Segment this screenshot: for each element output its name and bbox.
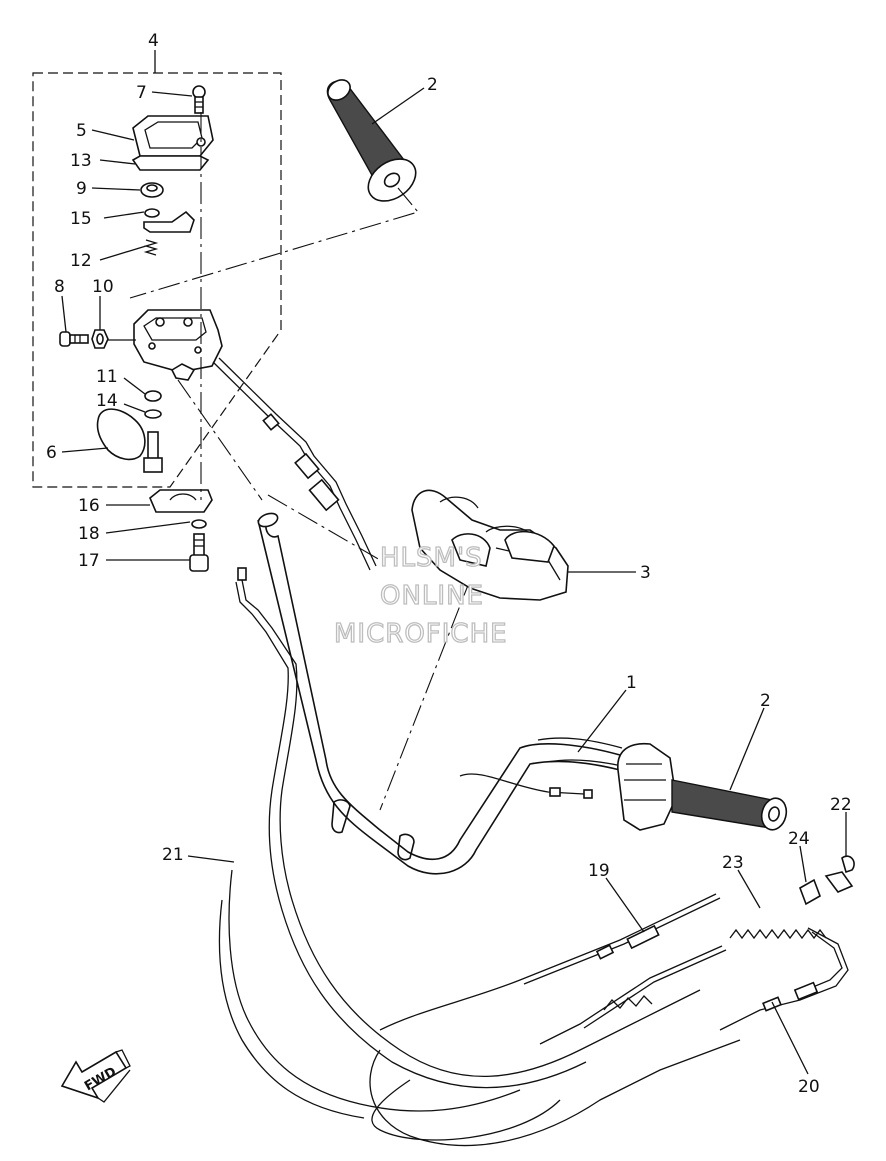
washer-11 xyxy=(144,390,162,402)
callout-14: 14 xyxy=(96,391,118,411)
callout-6: 6 xyxy=(46,443,57,463)
callout-10: 10 xyxy=(92,277,114,297)
clutch-cable xyxy=(212,357,377,571)
screw-7 xyxy=(192,85,206,114)
assembly-box-4 xyxy=(32,50,282,488)
callout-22: 22 xyxy=(830,795,852,815)
lever-6 xyxy=(96,408,163,473)
callout-24: 24 xyxy=(788,829,810,849)
gasket-13 xyxy=(131,155,210,171)
callout-7: 7 xyxy=(136,83,147,103)
watermark: HLSM'S ONLINE MICROFICHE xyxy=(333,542,508,649)
callout-1: 1 xyxy=(626,673,637,693)
callout-9: 9 xyxy=(76,179,87,199)
callout-labels: 4 7 5 13 9 15 12 8 10 11 14 6 16 18 17 2… xyxy=(46,31,852,1097)
clamp-16 xyxy=(149,489,213,513)
callout-2-top: 2 xyxy=(427,75,438,95)
spring-12 xyxy=(143,239,159,256)
leader-lines xyxy=(61,87,847,1075)
cable-21 xyxy=(218,567,701,1119)
callout-15: 15 xyxy=(70,209,92,229)
adjuster-plate xyxy=(143,210,195,233)
washer-15 xyxy=(144,208,160,218)
switch-housing-3 xyxy=(411,489,569,601)
callout-11: 11 xyxy=(96,367,118,387)
fwd-arrow-icon: FWD xyxy=(60,1049,131,1103)
callout-4: 4 xyxy=(148,31,159,51)
chain-lines xyxy=(129,187,473,811)
callout-21: 21 xyxy=(162,845,184,865)
throttle-grip-2 xyxy=(617,742,788,831)
callout-19: 19 xyxy=(588,861,610,881)
watermark-line2: ONLINE xyxy=(380,581,484,611)
throttle-cables xyxy=(369,855,855,1147)
callout-17: 17 xyxy=(78,551,100,571)
callout-18: 18 xyxy=(78,524,100,544)
handlebar-1 xyxy=(257,512,623,875)
fitting-22 xyxy=(824,871,854,893)
nut-10 xyxy=(91,329,109,349)
nut-9 xyxy=(140,182,164,198)
watermark-line1: HLSM'S xyxy=(380,543,483,573)
washer-14 xyxy=(144,409,162,419)
callout-5: 5 xyxy=(76,121,87,141)
watermark-line3: MICROFICHE xyxy=(334,619,508,649)
callout-20: 20 xyxy=(798,1077,820,1097)
callout-12: 12 xyxy=(70,251,92,271)
callout-16: 16 xyxy=(78,496,100,516)
bolt-8 xyxy=(59,331,89,347)
bolt-17 xyxy=(189,533,209,572)
callout-3: 3 xyxy=(640,563,651,583)
grip-top-2 xyxy=(326,79,417,202)
washer-18 xyxy=(191,519,207,529)
clutch-lever-parts xyxy=(59,85,223,572)
fitting-24 xyxy=(799,878,821,906)
callout-23: 23 xyxy=(722,853,744,873)
callout-13: 13 xyxy=(70,151,92,171)
lever-bracket-body xyxy=(133,309,223,381)
callout-2-right: 2 xyxy=(760,691,771,711)
callout-8: 8 xyxy=(54,277,65,297)
cover-5 xyxy=(132,115,214,157)
